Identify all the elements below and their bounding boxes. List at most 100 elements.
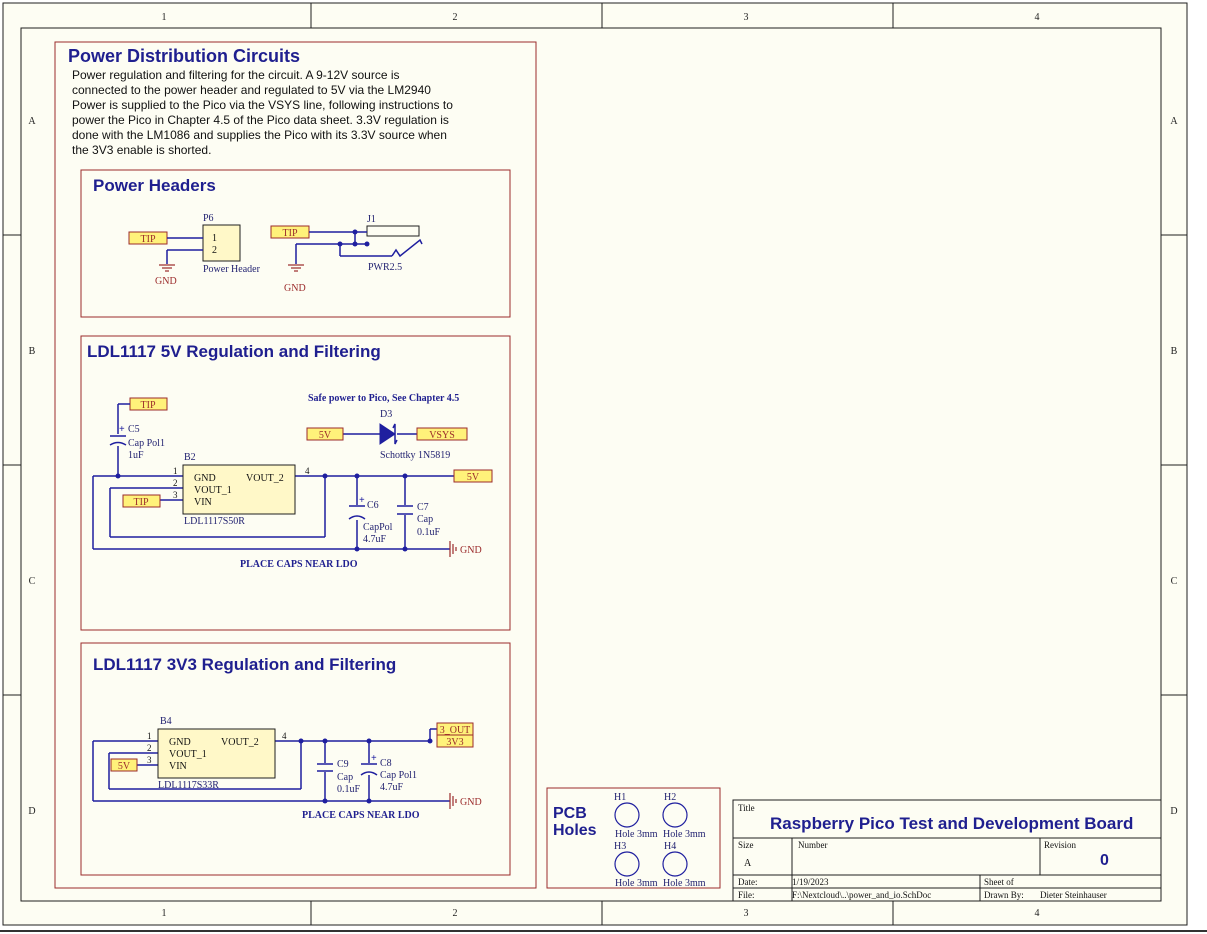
row-label-b-right: B — [1171, 346, 1178, 357]
c7-capacitor[interactable]: C7 Cap 0.1uF — [397, 502, 441, 538]
c6-value: 4.7uF — [363, 534, 387, 545]
port-vsys-label: VSYS — [429, 430, 455, 441]
tip-top-label: TIP — [141, 400, 156, 411]
hole-h2[interactable]: H2 Hole 3mm — [662, 792, 706, 840]
reg5v-wires — [92, 403, 454, 550]
gnd-label-3v3: GND — [460, 797, 482, 808]
d3-bar — [392, 423, 398, 445]
gnd-symbol-3v3 — [449, 793, 457, 809]
j1-barrel-jack[interactable] — [295, 225, 423, 264]
b4-regulator[interactable]: GND VOUT_1 VIN VOUT_2 1 2 3 4 — [147, 728, 287, 779]
h2-designator: H2 — [664, 792, 676, 803]
d3-designator: D3 — [380, 409, 392, 420]
power-distribution-title: Power Distribution Circuits — [68, 46, 300, 66]
b4-vout2-pin: VOUT_2 — [221, 737, 259, 748]
c6-designator: C6 — [367, 500, 379, 511]
column-label-1-bottom: 1 — [162, 908, 167, 919]
port-5v-out[interactable]: 5V — [453, 469, 493, 483]
column-ticks-top — [3, 3, 1187, 925]
b4-gnd-pin: GND — [169, 737, 191, 748]
port-vsys[interactable]: VSYS — [416, 427, 468, 441]
c9-capacitor[interactable]: C9 Cap 0.1uF — [317, 759, 361, 795]
c8-designator: C8 — [380, 758, 392, 769]
gnd-label-j1: GND — [284, 283, 306, 294]
row-label-a-right: A — [1170, 116, 1178, 127]
port-3-out[interactable]: 3_OUT — [436, 722, 474, 736]
port-3v3[interactable]: 3V3 — [436, 734, 474, 748]
size-value: A — [744, 858, 752, 869]
tip-port-c5[interactable]: TIP — [129, 397, 168, 411]
reg3v3-note: PLACE CAPS NEAR LDO — [302, 810, 420, 821]
tip-port-vin[interactable]: TIP — [122, 494, 161, 508]
revision-label: Revision — [1044, 840, 1077, 850]
j1-body — [366, 225, 420, 237]
tip-port-j1-label: TIP — [283, 228, 298, 239]
power-distribution-box — [54, 41, 537, 889]
p6-wires — [166, 237, 203, 264]
c5-plate-bottom — [109, 441, 127, 446]
file-value: F:\Nextcloud\..\power_and_io.SchDoc — [792, 890, 931, 900]
description-line-5: done with the LM1086 and supplies the Pi… — [72, 128, 447, 142]
d3-name: Schottky 1N5819 — [380, 450, 450, 461]
tip-port-j1[interactable]: TIP — [270, 225, 310, 239]
column-label-3-bottom: 3 — [744, 908, 749, 919]
b2-regulator[interactable]: GND VOUT_1 VIN VOUT_2 1 2 3 4 — [173, 464, 310, 515]
hole-h1[interactable]: H1 Hole 3mm — [614, 792, 658, 840]
size-label: Size — [738, 840, 754, 850]
tip-vin-body — [122, 494, 161, 508]
c8-plate-bottom — [360, 771, 378, 776]
column-label-4-bottom: 4 — [1035, 908, 1040, 919]
b2-pin3-number: 3 — [173, 490, 178, 500]
description-line-2: connected to the power header and regula… — [72, 83, 431, 97]
b2-vout1-pin: VOUT_1 — [194, 485, 232, 496]
b2-vin-pin: VIN — [194, 497, 212, 508]
tip-port-p6[interactable]: TIP — [128, 231, 168, 245]
c5-value: 1uF — [128, 450, 144, 461]
hole-h4[interactable]: H4 Hole 3mm — [662, 841, 706, 889]
h4-designator: H4 — [664, 841, 676, 852]
d3-schottky-diode[interactable] — [379, 423, 398, 445]
c9-value: 0.1uF — [337, 784, 361, 795]
gnd-label-p6: GND — [155, 276, 177, 287]
title-block — [732, 799, 1162, 902]
p6-power-header[interactable]: P6 1 2 Power Header — [202, 213, 261, 275]
c8-capacitor[interactable]: + C8 Cap Pol1 4.7uF — [360, 753, 417, 793]
date-value: 1/19/2023 — [792, 877, 829, 887]
reg3v3-box — [80, 642, 511, 876]
c5-designator: C5 — [128, 424, 140, 435]
c6-capacitor[interactable]: + C6 CapPol 4.7uF — [348, 495, 393, 545]
drawn-value: Dieter Steinhauser — [1040, 890, 1107, 900]
port-5v-diode[interactable]: 5V — [306, 427, 344, 441]
board-title: Raspberry Pico Test and Development Boar… — [770, 814, 1133, 833]
port-3-out-label: 3_OUT — [440, 725, 471, 736]
p6-pin1-label: 1 — [212, 233, 217, 244]
p6-designator: P6 — [203, 213, 214, 224]
safe-power-note: Safe power to Pico, See Chapter 4.5 — [308, 393, 459, 404]
c5-polarity: + — [119, 424, 125, 435]
port-vsys-body — [416, 427, 468, 441]
c7-type: Cap — [417, 514, 433, 525]
reg5v-box — [80, 335, 511, 631]
description-line-4: power the Pico in Chapter 4.5 of the Pic… — [72, 113, 449, 127]
p6-body — [202, 224, 241, 262]
c9-designator: C9 — [337, 759, 349, 770]
h1-designator: H1 — [614, 792, 626, 803]
port-5v-3v3-reg[interactable]: 5V — [110, 758, 138, 772]
pcb-holes-box — [546, 787, 721, 889]
b4-pin4-number: 4 — [282, 731, 287, 741]
port-5v-b4-label: 5V — [118, 761, 131, 772]
b4-pin2-number: 2 — [147, 743, 152, 753]
row-label-d-right: D — [1170, 806, 1177, 817]
b4-pin3-number: 3 — [147, 755, 152, 765]
j1-junction-2 — [352, 241, 358, 247]
revision-value: 0 — [1100, 852, 1109, 869]
c8-polarity: + — [371, 753, 377, 764]
c7-value: 0.1uF — [417, 527, 441, 538]
hole-h3[interactable]: H3 Hole 3mm — [614, 841, 658, 889]
h3-circle-icon — [614, 851, 640, 877]
column-label-3-top: 3 — [744, 12, 749, 23]
c5-capacitor[interactable]: + C5 Cap Pol1 1uF — [109, 424, 165, 461]
description-line-6: the 3V3 enable is shorted. — [72, 143, 211, 157]
tip-port-label: TIP — [141, 234, 156, 245]
c8-value: 4.7uF — [380, 782, 404, 793]
